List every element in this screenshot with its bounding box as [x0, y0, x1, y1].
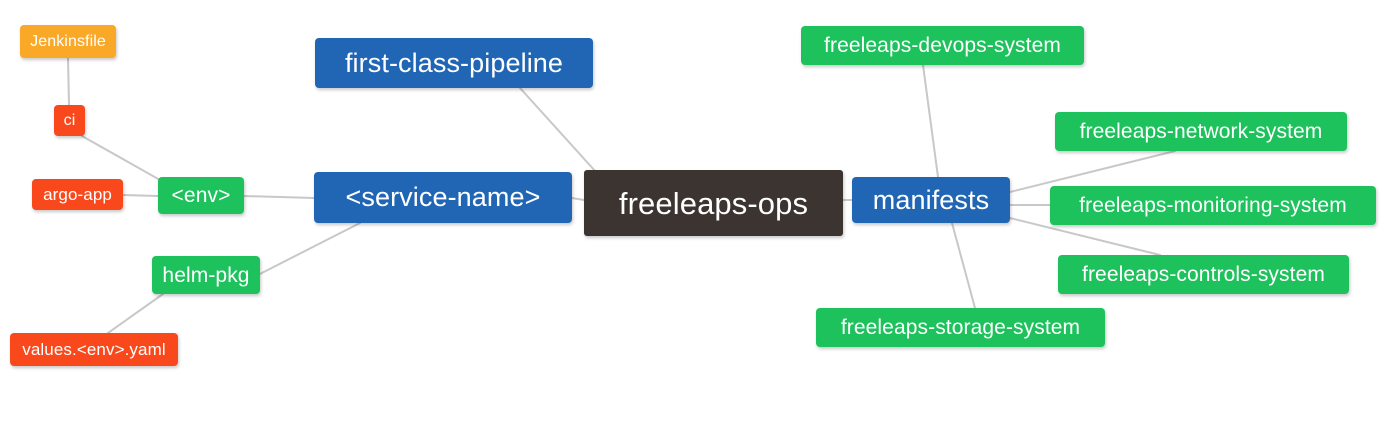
edge-service-name-to-helm-pkg: [247, 222, 361, 281]
node-freeleaps-devops-system[interactable]: freeleaps-devops-system: [801, 26, 1084, 65]
node-freeleaps-ops[interactable]: freeleaps-ops: [584, 170, 843, 236]
node-label: first-class-pipeline: [344, 47, 564, 78]
edge-ci-to-jenkinsfile: [67, 57, 70, 106]
node-values-env-yaml[interactable]: values.<env>.yaml: [10, 333, 178, 366]
edge-env-to-ci: [81, 135, 161, 181]
edge-freeleaps-ops-to-first-class-pipeline: [519, 87, 597, 173]
node-label: ci: [63, 111, 76, 129]
edge-service-name-to-env: [243, 195, 315, 199]
node-label: freeleaps-devops-system: [824, 34, 1061, 57]
edge-env-to-argo-app: [122, 194, 159, 197]
node-freeleaps-network-system[interactable]: freeleaps-network-system: [1055, 112, 1347, 151]
edge-manifests-to-freeleaps-devops-system: [922, 64, 939, 178]
node-label: freeleaps-network-system: [1079, 120, 1323, 143]
node-label: freeleaps-ops: [618, 185, 809, 221]
node-label: freeleaps-monitoring-system: [1079, 194, 1347, 217]
node-label: values.<env>.yaml: [22, 340, 166, 359]
node-helm-pkg[interactable]: helm-pkg: [152, 256, 260, 294]
node-service-name[interactable]: <service-name>: [314, 172, 572, 223]
node-label: manifests: [872, 184, 990, 215]
node-freeleaps-monitoring-system[interactable]: freeleaps-monitoring-system: [1050, 186, 1376, 225]
node-manifests[interactable]: manifests: [852, 177, 1010, 223]
node-jenkinsfile[interactable]: Jenkinsfile: [20, 25, 116, 58]
edge-manifests-to-freeleaps-storage-system: [951, 222, 976, 309]
edge-freeleaps-ops-to-service-name: [571, 197, 585, 201]
node-freeleaps-storage-system[interactable]: freeleaps-storage-system: [816, 308, 1105, 347]
node-freeleaps-controls-system[interactable]: freeleaps-controls-system: [1058, 255, 1349, 294]
node-first-class-pipeline[interactable]: first-class-pipeline: [315, 38, 593, 88]
node-label: <env>: [171, 184, 231, 207]
node-label: helm-pkg: [162, 263, 250, 287]
node-ci[interactable]: ci: [54, 105, 85, 136]
node-label: argo-app: [43, 185, 112, 204]
node-label: <service-name>: [345, 182, 541, 212]
node-label: freeleaps-controls-system: [1082, 263, 1325, 286]
node-env[interactable]: <env>: [158, 177, 244, 214]
node-label: Jenkinsfile: [30, 32, 106, 50]
node-argo-app[interactable]: argo-app: [32, 179, 123, 210]
edge-helm-pkg-to-values-env-yaml: [107, 293, 164, 334]
node-label: freeleaps-storage-system: [840, 316, 1081, 339]
